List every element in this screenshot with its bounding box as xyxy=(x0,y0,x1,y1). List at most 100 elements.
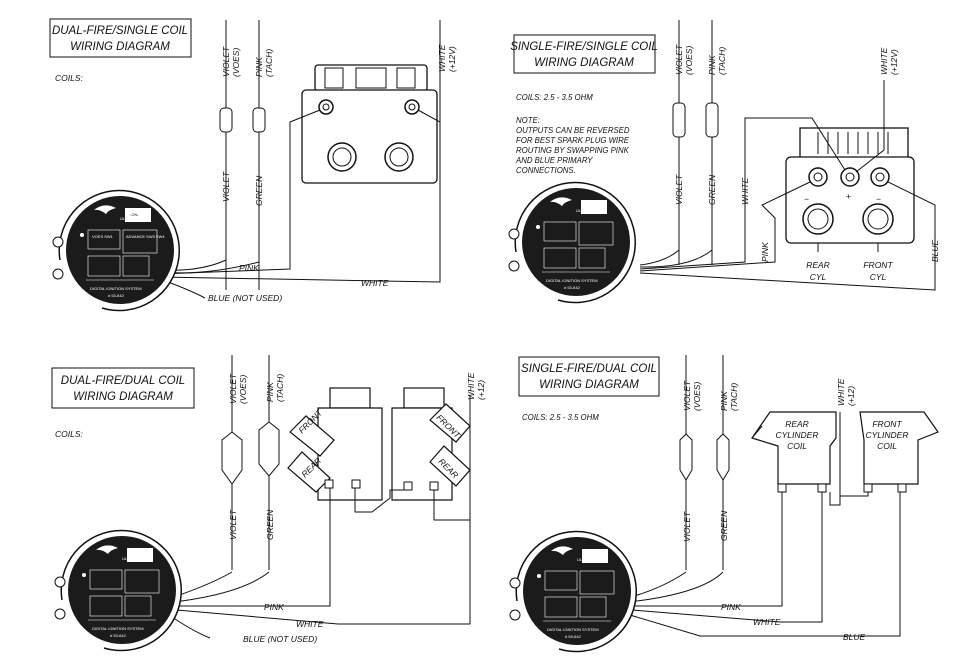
panel-2-coils-label: COILS: 2.5 - 3.5 OHM xyxy=(516,93,593,102)
panel-4-pink-tach-label: PINK (TACH) xyxy=(719,383,739,411)
svg-text:ULTIMA®: ULTIMA® xyxy=(122,556,139,561)
svg-text:FRONT: FRONT xyxy=(863,260,893,270)
svg-text:ULTIMA®: ULTIMA® xyxy=(576,208,593,213)
svg-text:ADVANCE SW3 SW4: ADVANCE SW3 SW4 xyxy=(126,234,165,239)
svg-text:PINK: PINK xyxy=(707,55,717,75)
svg-text:PINK: PINK xyxy=(254,57,264,77)
svg-text:COIL: COIL xyxy=(877,441,897,451)
panel-1-white-12v-label: WHITE (+12V) xyxy=(437,44,457,72)
panel-2-violet-label: VIOLET xyxy=(674,174,684,205)
svg-text:FOR BEST SPARK PLUG WIRE: FOR BEST SPARK PLUG WIRE xyxy=(516,136,630,145)
svg-text:VIOLET: VIOLET xyxy=(228,373,238,404)
panel-4-violet-label: VIOLET xyxy=(682,511,692,542)
svg-text:CYLINDER: CYLINDER xyxy=(866,430,909,440)
svg-text:COIL: COIL xyxy=(787,441,807,451)
svg-text:VIOLET: VIOLET xyxy=(674,44,684,75)
svg-text:(TACH): (TACH) xyxy=(275,374,285,402)
svg-text:CYLINDER: CYLINDER xyxy=(776,430,819,440)
panel-1-title-box xyxy=(49,18,192,58)
panel-2-pink-tach-label: PINK (TACH) xyxy=(707,47,727,75)
panel-2-title-line-1: SINGLE-FIRE/SINGLE COIL xyxy=(510,41,658,53)
svg-text:(TACH): (TACH) xyxy=(264,49,274,77)
panel-1-pink-tach-label: PINK (TACH) xyxy=(254,49,274,77)
svg-text:CYL: CYL xyxy=(810,272,827,282)
panel-1-pink-label: PINK xyxy=(239,263,259,273)
svg-text:PINK: PINK xyxy=(265,382,275,402)
panel-2-violet-voes-label: VIOLET (VOES) xyxy=(674,44,694,75)
panel-1-ignition-module: ULTIMA® -ON- VOES SW1 ADVANCE SW3 SW4 DI… xyxy=(52,189,180,312)
panel-3-violet-label: VIOLET xyxy=(228,509,238,540)
panel-4-title-line-2: WIRING DIAGRAM xyxy=(539,379,639,391)
panel-4-title-box xyxy=(518,356,660,397)
panel-4-white-label: WHITE xyxy=(753,617,781,627)
panel-4-coils-label: COILS: 2.5 - 3.5 OHM xyxy=(522,413,599,422)
svg-text:(VOES): (VOES) xyxy=(238,375,248,404)
panel-2-minus-left: − xyxy=(804,194,809,204)
svg-text:(VOES): (VOES) xyxy=(684,46,694,75)
panel-3-violet-voes-label: VIOLET (VOES) xyxy=(228,373,248,404)
svg-text:# 53-642: # 53-642 xyxy=(110,633,127,638)
svg-text:(VOES): (VOES) xyxy=(231,48,241,77)
panel-2-front-cyl-label: FRONT CYL xyxy=(863,260,893,282)
panel-4-blue-label: BLUE xyxy=(843,632,866,642)
panel-3-blue-label: BLUE (NOT USED) xyxy=(243,634,317,644)
panel-2-white-label: WHITE xyxy=(740,177,750,205)
panel-1-title-line-1: DUAL-FIRE/SINGLE COIL xyxy=(52,25,188,37)
svg-text:DIGITAL IGNITION SYSTEM: DIGITAL IGNITION SYSTEM xyxy=(92,626,144,631)
panel-1-white-label: WHITE xyxy=(361,278,389,288)
panel-2-white-12v-label: WHITE (+12V) xyxy=(879,47,899,75)
panel-4-rear-coil-label: REAR CYLINDER COIL xyxy=(776,419,819,451)
panel-1-blue-label: BLUE (NOT USED) xyxy=(208,293,282,303)
svg-text:PINK: PINK xyxy=(719,391,729,411)
svg-text:VIOLET: VIOLET xyxy=(682,380,692,411)
panel-1-violet-label: VIOLET xyxy=(221,171,231,202)
svg-text:ROUTING BY SWAPPING PINK: ROUTING BY SWAPPING PINK xyxy=(516,146,630,155)
svg-text:# 53-642: # 53-642 xyxy=(564,285,581,290)
svg-text:# 53-642: # 53-642 xyxy=(565,634,582,639)
svg-text:DIGITAL IGNITION SYSTEM: DIGITAL IGNITION SYSTEM xyxy=(90,286,142,291)
panel-single-fire-dual-coil: SINGLE-FIRE/DUAL COIL WIRING DIAGRAM COI… xyxy=(509,355,939,653)
svg-text:OUTPUTS CAN BE REVERSED: OUTPUTS CAN BE REVERSED xyxy=(516,126,630,135)
panel-1-single-coil xyxy=(301,64,438,184)
svg-text:WHITE: WHITE xyxy=(836,378,846,406)
panel-4-title-line-1: SINGLE-FIRE/DUAL COIL xyxy=(521,363,657,375)
svg-text:(TACH): (TACH) xyxy=(729,383,739,411)
panel-2-pink-label: PINK xyxy=(760,242,770,262)
panel-2-minus-right: − xyxy=(876,194,881,204)
svg-text:ULTIMA®: ULTIMA® xyxy=(577,557,594,562)
panel-4-pink-label: PINK xyxy=(721,602,741,612)
panel-3-title-line-2: WIRING DIAGRAM xyxy=(73,391,173,403)
panel-3-white-12-label: WHITE (+12) xyxy=(466,372,486,400)
panel-4-violet-voes-label: VIOLET (VOES) xyxy=(682,380,702,411)
svg-text:ULTIMA®: ULTIMA® xyxy=(120,216,137,221)
panel-3-green-label: GREEN xyxy=(265,509,275,540)
svg-text:-ON-: -ON- xyxy=(130,212,139,217)
panel-3-ignition-module: ULTIMA® DIGITAL IGNITION SYSTEM # 53-642 xyxy=(54,529,182,652)
panel-4-ignition-module: ULTIMA® DIGITAL IGNITION SYSTEM # 53-642 xyxy=(509,530,637,653)
panel-1-title-line-2: WIRING DIAGRAM xyxy=(70,41,170,53)
panel-3-white-label: WHITE xyxy=(296,619,324,629)
panel-3-title-box xyxy=(51,367,195,409)
panel-2-title-box xyxy=(513,34,656,74)
svg-text:(+12): (+12) xyxy=(846,386,856,406)
panel-2-ignition-module: ULTIMA® DIGITAL IGNITION SYSTEM # 53-642 xyxy=(508,181,636,304)
svg-text:NOTE:: NOTE: xyxy=(516,116,540,125)
panel-1-coils-label: COILS: xyxy=(55,73,84,83)
panel-4-rear-cylinder-coil xyxy=(751,411,837,493)
panel-2-blue-label: BLUE xyxy=(930,239,940,262)
panel-2-rear-cyl-label: REAR CYL xyxy=(806,260,830,282)
panel-dual-fire-single-coil: DUAL-FIRE/SINGLE COIL WIRING DIAGRAM COI… xyxy=(49,18,457,312)
panel-4-front-cylinder-coil xyxy=(859,411,939,493)
panel-3-title-line-1: DUAL-FIRE/DUAL COIL xyxy=(61,375,185,387)
panel-2-plus: + xyxy=(846,191,851,201)
svg-text:DIGITAL IGNITION SYSTEM: DIGITAL IGNITION SYSTEM xyxy=(546,278,598,283)
svg-text:VIOLET: VIOLET xyxy=(221,46,231,77)
panel-4-white-12-label: WHITE (+12) xyxy=(836,378,856,406)
svg-text:(+12V): (+12V) xyxy=(447,46,457,72)
svg-text:REAR: REAR xyxy=(785,419,809,429)
svg-text:CONNECTIONS.: CONNECTIONS. xyxy=(516,166,576,175)
svg-text:(TACH): (TACH) xyxy=(717,47,727,75)
svg-text:VOES SW1: VOES SW1 xyxy=(92,234,114,239)
panel-dual-fire-dual-coil: DUAL-FIRE/DUAL COIL WIRING DIAGRAM COILS… xyxy=(51,355,486,652)
svg-text:DIGITAL IGNITION SYSTEM: DIGITAL IGNITION SYSTEM xyxy=(547,627,599,632)
